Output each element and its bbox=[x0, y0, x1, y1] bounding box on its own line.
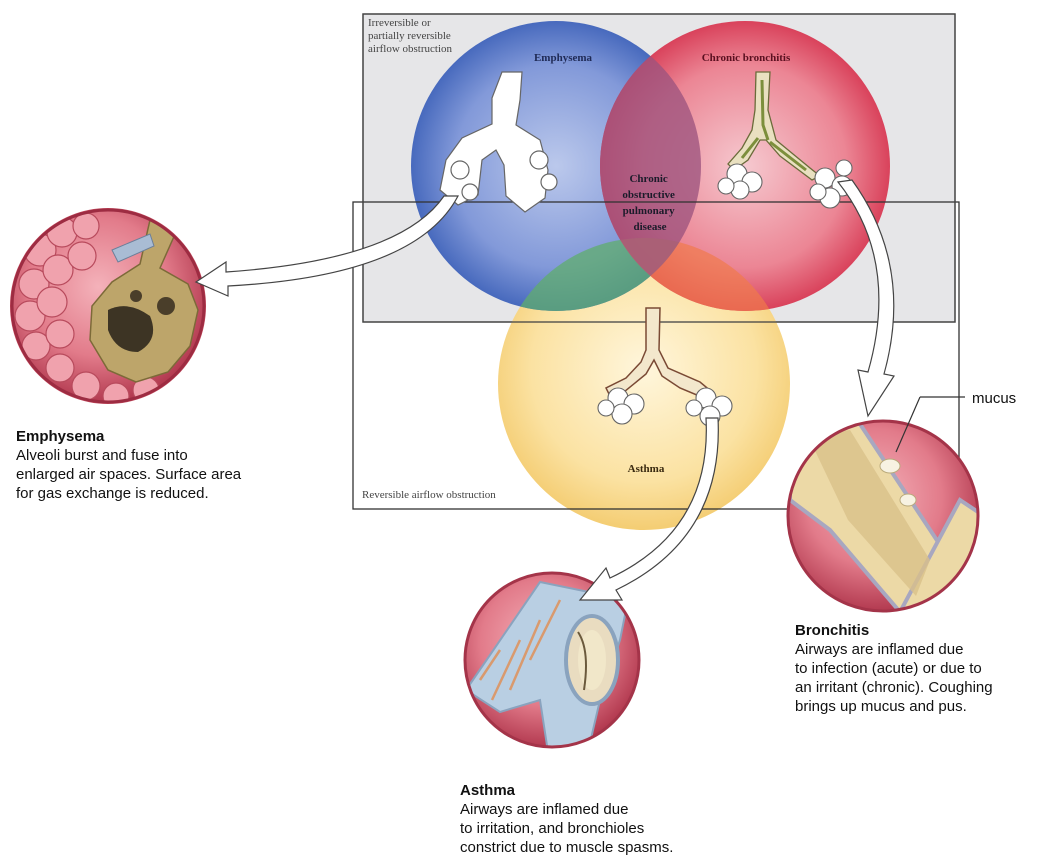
bronchitis-tissue-illustration bbox=[788, 418, 990, 620]
asthma-caption-title: Asthma bbox=[460, 781, 673, 800]
asthma-venn-label: Asthma bbox=[628, 463, 665, 475]
bronchitis-caption-title: Bronchitis bbox=[795, 621, 993, 640]
emphysema-caption: Emphysema Alveoli burst and fuse into en… bbox=[16, 427, 241, 503]
emphysema-caption-title: Emphysema bbox=[16, 427, 241, 446]
reversible-region-label: Reversible airflow obstruction bbox=[362, 489, 496, 501]
asthma-caption: Asthma Airways are inflamed due to irrit… bbox=[460, 781, 673, 857]
mucus-label: mucus bbox=[972, 390, 1016, 407]
chronic-bronchitis-venn-label: Chronic bronchitis bbox=[702, 52, 791, 64]
asthma-tissue-illustration bbox=[465, 573, 639, 760]
bronchitis-caption: Bronchitis Airways are inflamed due to i… bbox=[795, 621, 993, 716]
emphysema-venn-label: Emphysema bbox=[534, 52, 593, 64]
emphysema-tissue-illustration bbox=[10, 208, 206, 409]
